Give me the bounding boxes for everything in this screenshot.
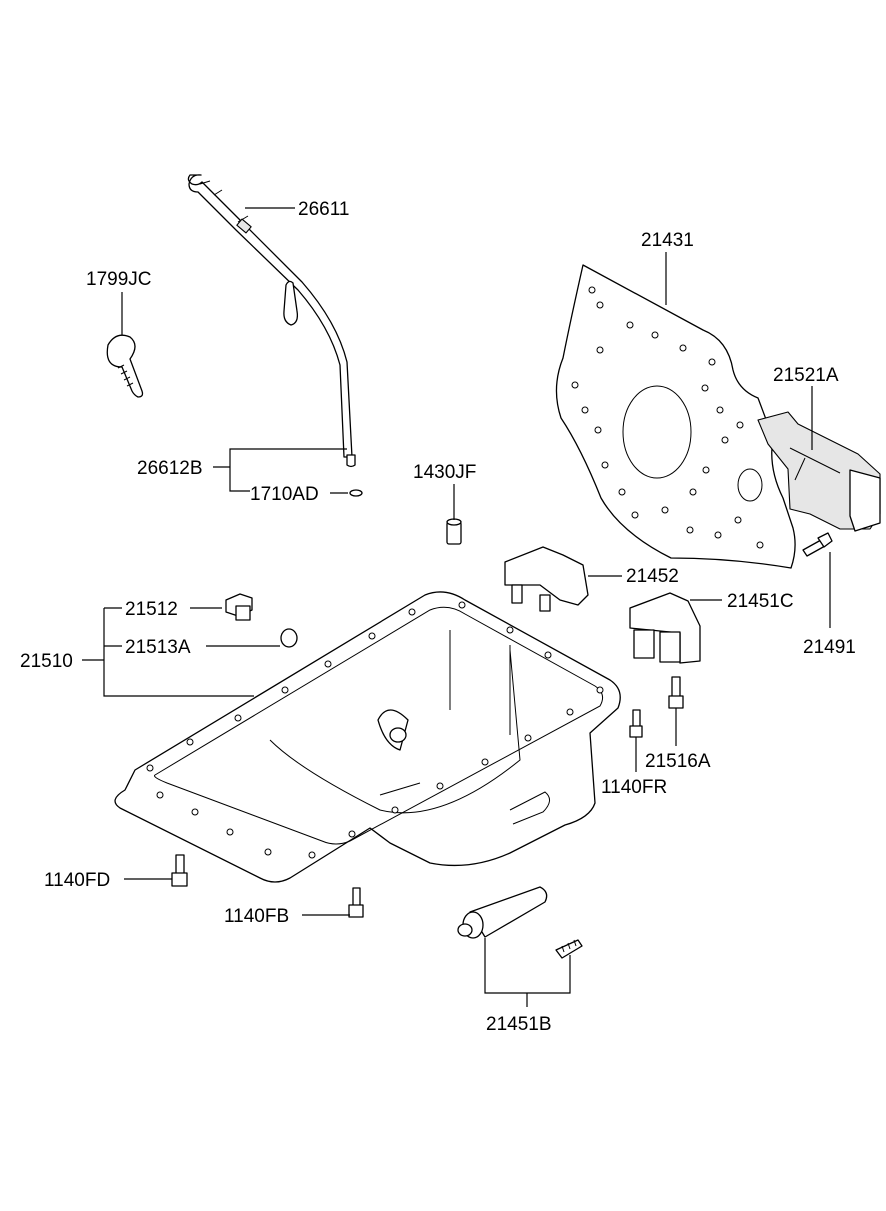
label-21521A: 21521A — [773, 365, 839, 386]
label-21431: 21431 — [641, 230, 694, 251]
label-21513A: 21513A — [125, 637, 191, 658]
dowel-pin — [446, 518, 462, 545]
drain-plug — [225, 593, 253, 621]
rear-plate — [555, 264, 796, 569]
clamp — [106, 334, 144, 398]
label-21451C: 21451C — [727, 591, 794, 612]
part-labels: 26611 1799JC 26612B 1710AD 1430JF 21431 … — [20, 199, 856, 1035]
drain-plug-gasket — [280, 628, 298, 648]
label-21510: 21510 — [20, 651, 73, 672]
sealant-tube — [457, 886, 583, 959]
oil-pan — [114, 591, 621, 883]
label-1710AD: 1710AD — [250, 484, 319, 505]
label-26612B: 26612B — [137, 458, 203, 479]
cover-bracket — [757, 411, 881, 532]
label-21452: 21452 — [626, 566, 679, 587]
bolt-21491 — [802, 532, 833, 557]
bolt-21516A — [668, 676, 684, 709]
bolt-1140FB — [348, 887, 364, 918]
o-ring — [349, 489, 363, 497]
label-1140FB: 1140FB — [224, 906, 289, 927]
label-21516A: 21516A — [645, 751, 711, 772]
label-21451B: 21451B — [486, 1014, 552, 1035]
bolt-1140FR — [629, 709, 643, 738]
bracket-21451C — [629, 592, 701, 664]
label-1430JF: 1430JF — [413, 462, 476, 483]
label-21512: 21512 — [125, 599, 178, 620]
label-1799JC: 1799JC — [86, 269, 152, 290]
bolt-1140FD — [171, 854, 188, 887]
label-21491: 21491 — [803, 637, 856, 658]
label-26611: 26611 — [298, 199, 349, 220]
bracket-21452 — [504, 546, 589, 612]
leader-lines — [82, 207, 831, 1007]
dipstick — [187, 174, 356, 468]
label-1140FR: 1140FR — [601, 777, 667, 798]
label-1140FD: 1140FD — [44, 870, 110, 891]
